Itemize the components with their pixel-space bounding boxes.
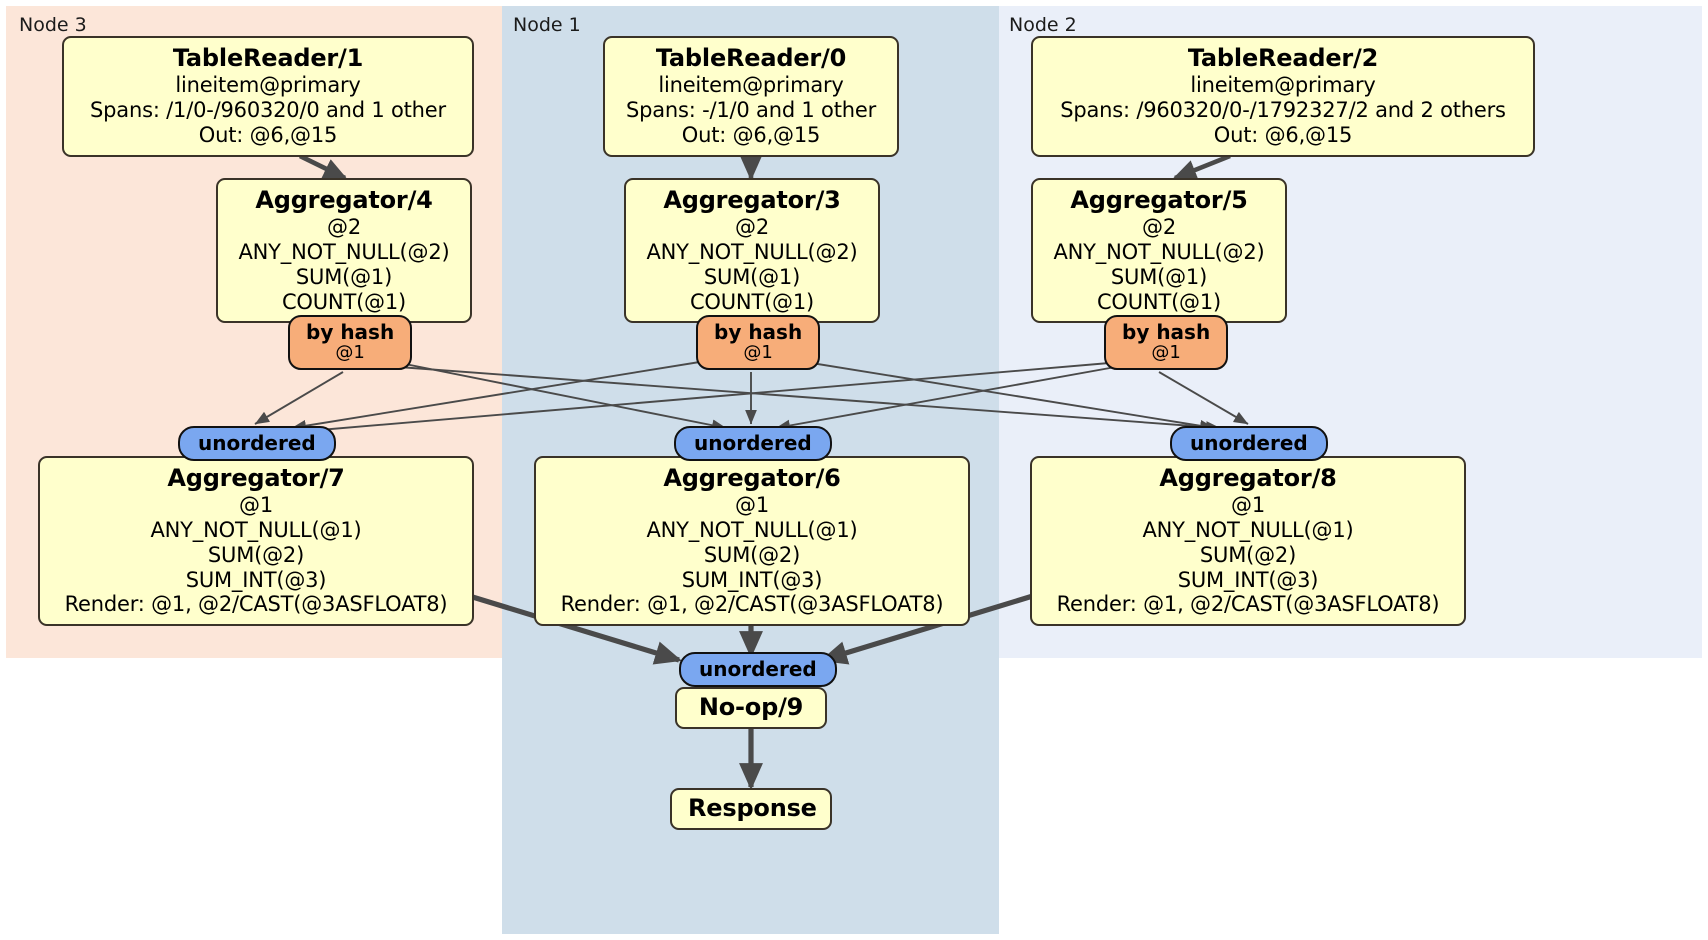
hash-router-center[interactable]: by hash @1	[696, 315, 821, 370]
processor-aggregator-4[interactable]: Aggregator/4 @2 ANY_NOT_NULL(@2) SUM(@1)…	[216, 178, 472, 324]
processor-detail-line: Render: @1, @2/CAST(@3ASFLOAT8)	[1056, 592, 1440, 617]
processor-title: Aggregator/5	[1070, 186, 1248, 214]
processor-detail-line: @2	[735, 215, 769, 240]
processor-title: Aggregator/7	[167, 464, 345, 492]
synchronizer-right[interactable]: unordered	[1170, 426, 1328, 461]
processor-table-reader-1[interactable]: TableReader/1 lineitem@primary Spans: /1…	[62, 36, 474, 157]
processor-detail-line: SUM_INT(@3)	[1177, 567, 1319, 592]
processor-detail-line: @2	[1142, 215, 1176, 240]
processor-detail-line: SUM(@2)	[703, 542, 801, 567]
processor-title: Aggregator/4	[255, 186, 433, 214]
processor-aggregator-3[interactable]: Aggregator/3 @2 ANY_NOT_NULL(@2) SUM(@1)…	[624, 178, 880, 324]
router-title: by hash	[714, 320, 803, 344]
region-label-node-3: Node 3	[19, 14, 87, 36]
processor-detail-line: Spans: -/1/0 and 1 other	[625, 98, 877, 123]
processor-aggregator-7[interactable]: Aggregator/7 @1 ANY_NOT_NULL(@1) SUM(@2)…	[38, 456, 474, 627]
processor-detail-line: Out: @6,@15	[198, 122, 338, 147]
processor-detail-line: lineitem@primary	[1190, 73, 1376, 98]
processor-title: Response	[688, 794, 817, 822]
processor-detail-line: SUM(@2)	[207, 542, 305, 567]
processor-detail-line: Render: @1, @2/CAST(@3ASFLOAT8)	[64, 592, 448, 617]
processor-detail-line: ANY_NOT_NULL(@2)	[238, 240, 450, 265]
processor-detail-line: Render: @1, @2/CAST(@3ASFLOAT8)	[560, 592, 944, 617]
synchronizer-title: unordered	[1190, 431, 1308, 455]
router-title: by hash	[1122, 320, 1211, 344]
router-key: @1	[1151, 342, 1181, 363]
processor-aggregator-8[interactable]: Aggregator/8 @1 ANY_NOT_NULL(@1) SUM(@2)…	[1030, 456, 1466, 627]
processor-detail-line: COUNT(@1)	[1096, 289, 1222, 314]
processor-detail-line: @1	[735, 493, 769, 518]
processor-response[interactable]: Response	[670, 788, 832, 831]
processor-detail-line: @1	[239, 493, 273, 518]
router-title: by hash	[306, 320, 395, 344]
processor-title: Aggregator/8	[1159, 464, 1337, 492]
processor-table-reader-0[interactable]: TableReader/0 lineitem@primary Spans: -/…	[603, 36, 899, 157]
processor-detail-line: SUM_INT(@3)	[185, 567, 327, 592]
processor-title: Aggregator/3	[663, 186, 841, 214]
processor-detail-line: Spans: /1/0-/960320/0 and 1 other	[90, 98, 446, 123]
synchronizer-title: unordered	[699, 657, 817, 681]
processor-detail-line: SUM_INT(@3)	[681, 567, 823, 592]
processor-aggregator-5[interactable]: Aggregator/5 @2 ANY_NOT_NULL(@2) SUM(@1)…	[1031, 178, 1287, 324]
region-label-node-1: Node 1	[513, 14, 581, 36]
region-label-node-2: Node 2	[1009, 14, 1077, 36]
processor-detail-line: ANY_NOT_NULL(@1)	[1142, 518, 1354, 543]
processor-detail-line: ANY_NOT_NULL(@1)	[646, 518, 858, 543]
processor-no-op-9[interactable]: No-op/9	[675, 687, 827, 730]
synchronizer-final[interactable]: unordered	[679, 652, 837, 687]
router-key: @1	[335, 342, 365, 363]
processor-title: No-op/9	[698, 693, 804, 721]
processor-title: TableReader/2	[1187, 44, 1379, 72]
processor-detail-line: COUNT(@1)	[689, 289, 815, 314]
processor-table-reader-2[interactable]: TableReader/2 lineitem@primary Spans: /9…	[1031, 36, 1535, 157]
processor-title: Aggregator/6	[663, 464, 841, 492]
router-key: @1	[743, 342, 773, 363]
hash-router-right[interactable]: by hash @1	[1104, 315, 1229, 370]
processor-detail-line: SUM(@2)	[1199, 542, 1297, 567]
synchronizer-left[interactable]: unordered	[178, 426, 336, 461]
processor-detail-line: SUM(@1)	[295, 264, 393, 289]
hash-router-left[interactable]: by hash @1	[288, 315, 413, 370]
processor-detail-line: lineitem@primary	[658, 73, 844, 98]
processor-detail-line: ANY_NOT_NULL(@2)	[646, 240, 858, 265]
synchronizer-title: unordered	[694, 431, 812, 455]
processor-detail-line: lineitem@primary	[175, 73, 361, 98]
synchronizer-center[interactable]: unordered	[674, 426, 832, 461]
processor-detail-line: SUM(@1)	[1110, 264, 1208, 289]
processor-detail-line: ANY_NOT_NULL(@1)	[150, 518, 362, 543]
processor-detail-line: SUM(@1)	[703, 264, 801, 289]
processor-title: TableReader/1	[172, 44, 364, 72]
processor-detail-line: Out: @6,@15	[681, 122, 821, 147]
synchronizer-title: unordered	[198, 431, 316, 455]
processor-detail-line: Out: @6,@15	[1213, 122, 1353, 147]
processor-detail-line: ANY_NOT_NULL(@2)	[1053, 240, 1265, 265]
processor-detail-line: COUNT(@1)	[281, 289, 407, 314]
processor-aggregator-6[interactable]: Aggregator/6 @1 ANY_NOT_NULL(@1) SUM(@2)…	[534, 456, 970, 627]
processor-detail-line: Spans: /960320/0-/1792327/2 and 2 others	[1060, 98, 1506, 123]
processor-detail-line: @2	[327, 215, 361, 240]
processor-title: TableReader/0	[655, 44, 847, 72]
processor-detail-line: @1	[1231, 493, 1265, 518]
